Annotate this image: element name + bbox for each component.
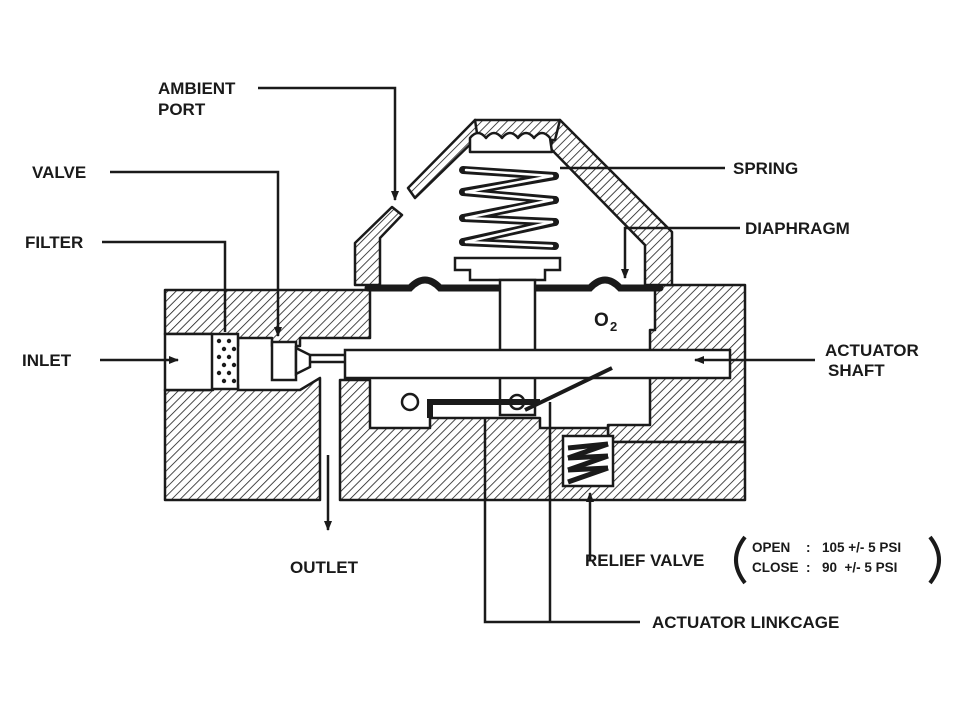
open-label: OPEN bbox=[752, 540, 790, 555]
close-label: CLOSE bbox=[752, 560, 799, 575]
o2-label: O 2 bbox=[594, 310, 617, 334]
close-sep: : bbox=[806, 560, 811, 575]
open-value: 105 +/- 5 PSI bbox=[822, 540, 901, 555]
linkage-leader bbox=[483, 402, 640, 624]
close-value: 90 +/- 5 PSI bbox=[822, 560, 897, 575]
actuator-lever bbox=[400, 366, 613, 418]
valve-body bbox=[163, 283, 747, 502]
bonnet bbox=[353, 118, 674, 287]
spring-seat bbox=[453, 256, 562, 282]
spring-cap bbox=[468, 131, 554, 154]
leader-lines bbox=[100, 86, 815, 624]
diaphragm-leader bbox=[621, 226, 740, 279]
filter-element bbox=[210, 332, 240, 391]
bonnet-left-lower-wall bbox=[353, 205, 404, 287]
spring-label: SPRING bbox=[733, 159, 798, 178]
diaphragm bbox=[364, 276, 664, 292]
valve-leader bbox=[110, 170, 282, 337]
labels: AMBIENT PORT VALVE FILTER INLET SPRING D… bbox=[22, 79, 919, 632]
main-spring-inner bbox=[464, 168, 554, 248]
outlet-label: OUTLET bbox=[290, 558, 359, 577]
o2-label-subscript: 2 bbox=[610, 319, 617, 334]
spec-right-paren bbox=[928, 535, 941, 585]
o2-label-main: O bbox=[594, 310, 609, 331]
ambient-port-label-line2: PORT bbox=[158, 100, 206, 119]
inlet-bore bbox=[163, 332, 215, 392]
bonnet-right-wall bbox=[548, 118, 674, 287]
relief-valve-spring bbox=[561, 434, 615, 488]
body-lower-left bbox=[163, 376, 322, 502]
ambient-port-leader bbox=[258, 86, 399, 201]
spec-left-paren bbox=[734, 535, 747, 585]
relief-spec: OPEN : 105 +/- 5 PSI CLOSE : 90 +/- 5 PS… bbox=[734, 535, 941, 585]
actuator-stem bbox=[498, 278, 537, 417]
ambient-port-label-line1: AMBIENT bbox=[158, 79, 236, 98]
valve-label: VALVE bbox=[32, 163, 86, 182]
lever-pivot bbox=[400, 392, 420, 412]
relief-valve-label: RELIEF VALVE bbox=[585, 551, 704, 570]
valve-poppet bbox=[270, 340, 312, 382]
filter-label: FILTER bbox=[25, 233, 83, 252]
body-lower-main bbox=[338, 378, 747, 502]
diaphragm-label: DIAPHRAGM bbox=[745, 219, 850, 238]
actuator-shaft-label-line1: ACTUATOR bbox=[825, 341, 919, 360]
inlet-label: INLET bbox=[22, 351, 72, 370]
actuator-linkage-label: ACTUATOR LINKCAGE bbox=[652, 613, 839, 632]
actuator-shaft-part bbox=[300, 348, 732, 380]
actuator-shaft-label-line2: SHAFT bbox=[828, 361, 885, 380]
open-sep: : bbox=[806, 540, 811, 555]
filter-leader bbox=[102, 240, 227, 332]
